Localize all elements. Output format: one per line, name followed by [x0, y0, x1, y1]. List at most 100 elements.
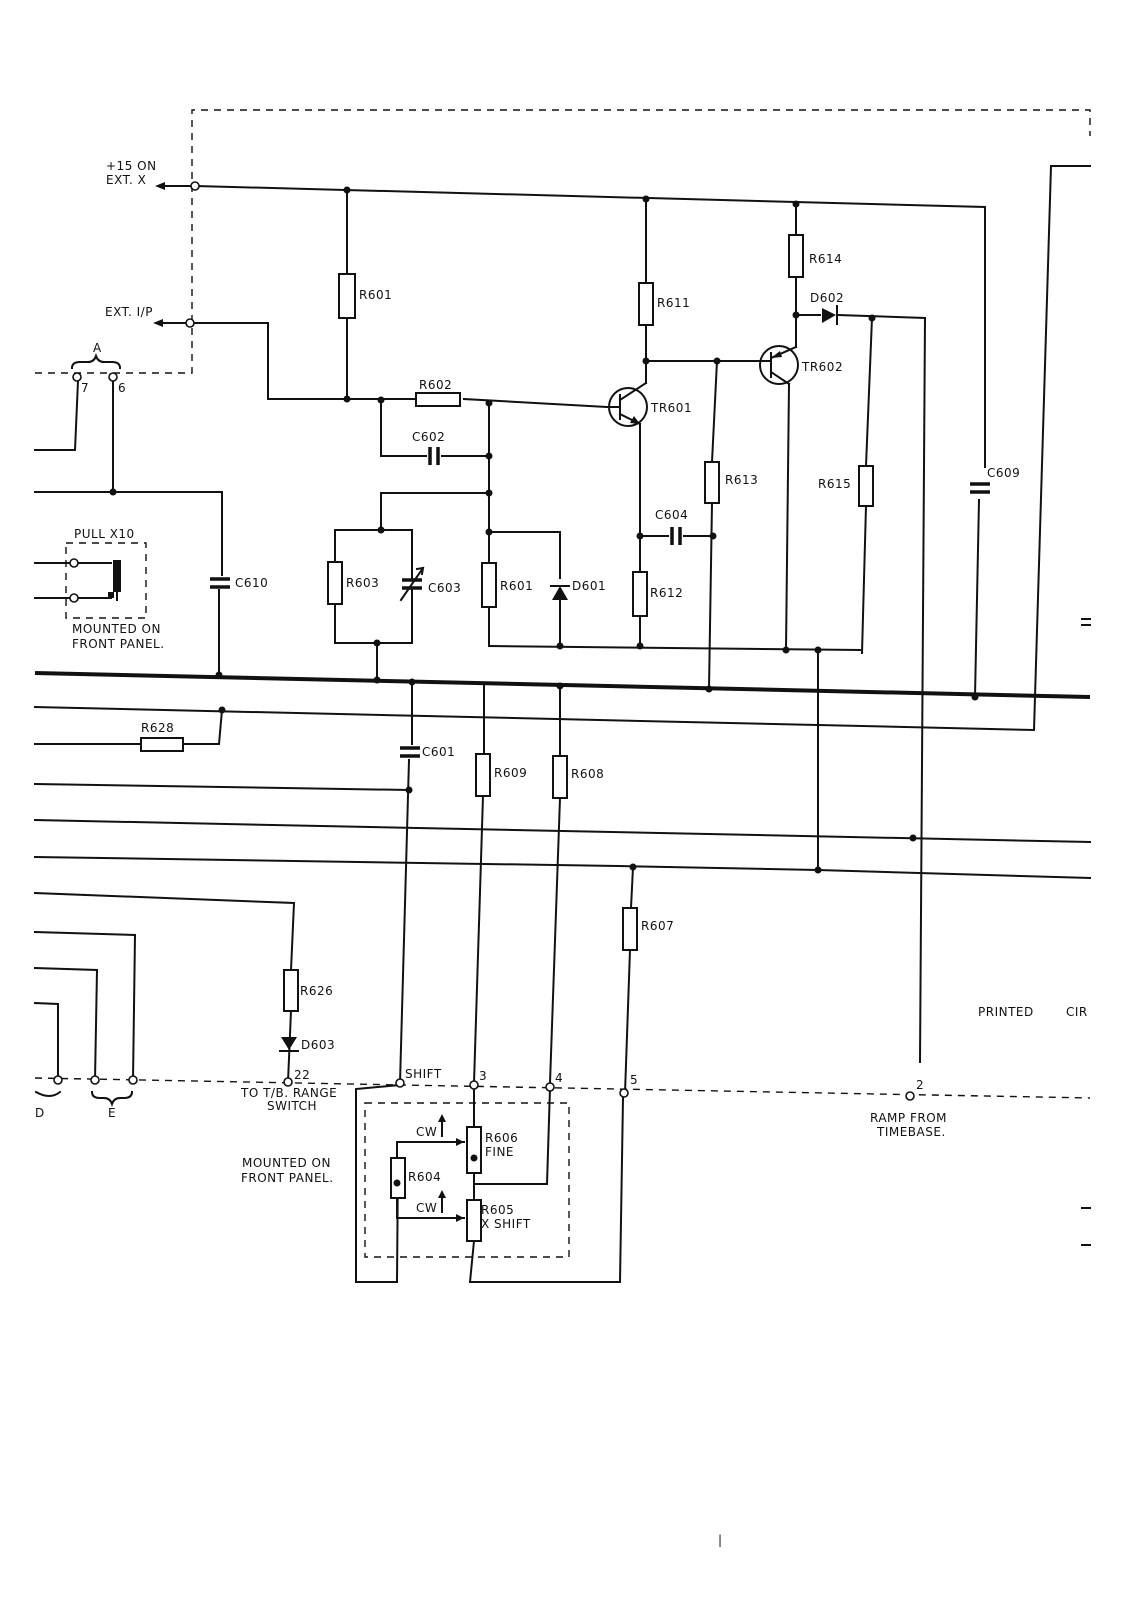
label-r608: R608 [571, 767, 604, 781]
diodes [279, 305, 838, 1052]
label-c604: C604 [655, 508, 688, 522]
label-d602: D602 [810, 291, 844, 305]
label-mounted-front-2: MOUNTED ON [242, 1156, 331, 1170]
label-to-tb-1: TO T/B. RANGE [240, 1086, 337, 1100]
label-r601-low: R601 [500, 579, 533, 593]
pull-switch [108, 560, 121, 601]
label-pin6: 6 [118, 381, 126, 395]
label-plus15: +15 ON [106, 159, 157, 173]
label-c609: C609 [987, 466, 1020, 480]
label-r609: R609 [494, 766, 527, 780]
capacitor-c603-variable [399, 565, 425, 602]
label-r602: R602 [419, 378, 452, 392]
text-labels: +15 ON EXT. X EXT. I/P A 7 6 PULL X10 MO… [35, 159, 1088, 1547]
label-mounted-front-1: MOUNTED ON [72, 622, 161, 636]
transistor-tr601 [605, 381, 648, 427]
label-r603: R603 [346, 576, 379, 590]
label-tr602: TR602 [801, 360, 843, 374]
resistor-r602 [415, 392, 461, 407]
label-r604: R604 [408, 1170, 441, 1184]
resistor-r615 [858, 465, 874, 507]
resistor-r611 [638, 282, 654, 326]
label-r605: R605 [481, 1203, 514, 1217]
label-r628: R628 [141, 721, 174, 735]
label-d601: D601 [572, 579, 606, 593]
label-r615: R615 [818, 477, 851, 491]
label-group-e: E [108, 1106, 116, 1120]
pot-wipers [438, 1114, 464, 1222]
label-ramp-2: TIMEBASE. [876, 1125, 946, 1139]
label-extx: EXT. X [106, 173, 146, 187]
arrows [153, 182, 165, 327]
label-group-d: D [35, 1106, 45, 1120]
capacitor-c601 [400, 746, 420, 758]
label-tr601: TR601 [650, 401, 692, 415]
label-r612: R612 [650, 586, 683, 600]
label-ramp-1: RAMP FROM [870, 1111, 947, 1125]
resistor-r604 [390, 1157, 406, 1199]
resistor-r607 [622, 907, 638, 951]
resistor-r612 [632, 571, 648, 617]
label-to-tb-2: SWITCH [267, 1099, 317, 1113]
label-fine: FINE [485, 1145, 514, 1159]
capacitor-c604 [670, 527, 682, 545]
label-extip: EXT. I/P [105, 305, 153, 319]
label-cw1: CW [416, 1125, 437, 1139]
wiring [33, 165, 1092, 1283]
label-r611: R611 [657, 296, 690, 310]
label-r606: R606 [485, 1131, 518, 1145]
resistor-r609 [475, 753, 491, 797]
label-c602: C602 [412, 430, 445, 444]
label-r626: R626 [300, 984, 333, 998]
resistor-r626 [283, 969, 299, 1012]
label-r601-top: R601 [359, 288, 392, 302]
transistors [605, 345, 799, 427]
label-pull-x10: PULL X10 [74, 527, 135, 541]
diode-d601 [550, 585, 570, 600]
edge-marks [1081, 618, 1091, 1246]
resistor-r606 [466, 1126, 482, 1174]
resistor-r603 [327, 561, 343, 605]
label-c610: C610 [235, 576, 268, 590]
label-group-a: A [93, 341, 102, 355]
resistor-r605 [466, 1199, 482, 1242]
label-pin5: 5 [630, 1073, 638, 1087]
junction-dots [109, 186, 979, 1187]
label-r607: R607 [641, 919, 674, 933]
label-x-shift: X SHIFT [481, 1217, 531, 1231]
capacitor-c609 [970, 482, 990, 494]
resistors [140, 234, 874, 1242]
transistor-tr602 [759, 345, 799, 386]
label-page-mark: | [718, 1533, 723, 1547]
resistor-r613 [704, 461, 720, 504]
resistor-r601-low [481, 562, 497, 608]
diode-d602 [822, 305, 838, 325]
label-c601: C601 [422, 745, 455, 759]
label-r614: R614 [809, 252, 842, 266]
label-pin3: 3 [479, 1069, 487, 1083]
label-cir: CIR [1066, 1005, 1088, 1019]
label-cw2: CW [416, 1201, 437, 1215]
resistor-r628 [140, 737, 184, 752]
label-c603: C603 [428, 581, 461, 595]
label-pin4: 4 [555, 1071, 563, 1085]
resistor-r614 [788, 234, 804, 278]
label-pin22: 22 [294, 1068, 310, 1082]
label-front-panel-1: FRONT PANEL. [72, 637, 165, 651]
diode-d603 [279, 1037, 299, 1052]
terminals [53, 181, 915, 1101]
capacitor-c602 [428, 447, 440, 465]
label-front-panel-2: FRONT PANEL. [241, 1171, 334, 1185]
label-pin7: 7 [81, 381, 89, 395]
label-printed: PRINTED [978, 1005, 1034, 1019]
resistor-r608 [552, 755, 568, 799]
group-braces [34, 352, 134, 1108]
label-pin2: 2 [916, 1078, 924, 1092]
label-d603: D603 [301, 1038, 335, 1052]
label-shift: SHIFT [405, 1067, 442, 1081]
resistor-r601-top [338, 273, 356, 319]
board-outlines [34, 109, 1091, 1258]
label-r613: R613 [725, 473, 758, 487]
capacitors [210, 447, 990, 758]
